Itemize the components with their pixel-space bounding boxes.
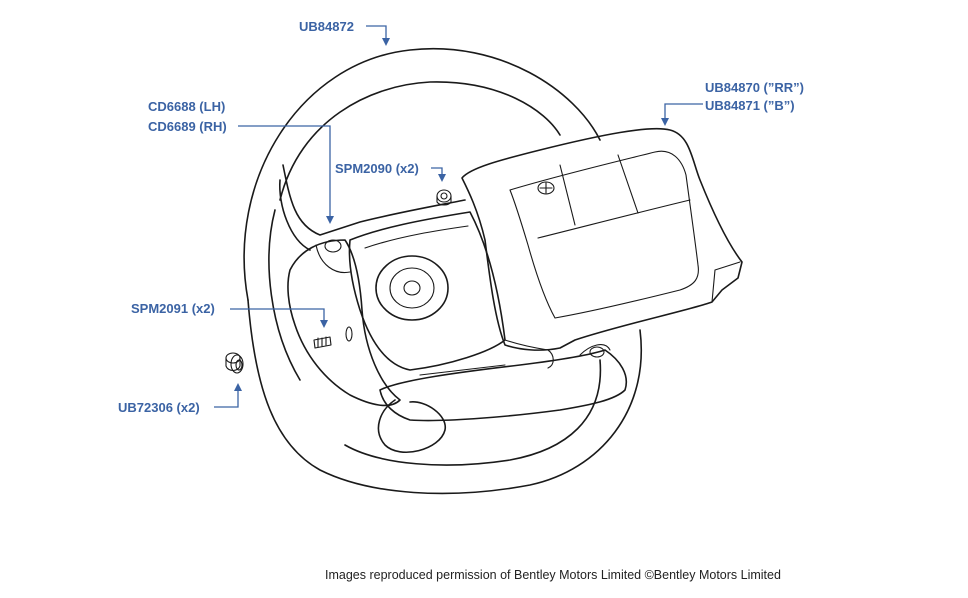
leader-trim (238, 125, 334, 224)
lower-spoke (377, 344, 627, 453)
leader-screw-side (230, 308, 328, 328)
leader-screw-top (431, 167, 446, 182)
label-cover-b: UB84871 (”B”) (705, 98, 795, 113)
upper-spoke (279, 164, 466, 251)
screw-side-part (313, 336, 332, 349)
label-cover-rr: UB84870 (”RR”) (705, 80, 804, 95)
grommet-part (225, 352, 244, 374)
leader-cover (661, 103, 703, 126)
label-trim-lh: CD6688 (LH) (148, 99, 225, 114)
label-screw-top: SPM2090 (x2) (335, 161, 419, 176)
horn-cover-pad (461, 127, 743, 351)
leader-grommet (214, 383, 242, 408)
left-spoke-trim (287, 239, 401, 407)
steering-wheel-rim (243, 48, 642, 495)
copyright-credit: Images reproduced permission of Bentley … (325, 568, 781, 582)
label-trim-rh: CD6689 (RH) (148, 119, 227, 134)
label-screw-side: SPM2091 (x2) (131, 301, 215, 316)
label-grommet: UB72306 (x2) (118, 400, 200, 415)
screw-top-part (436, 189, 452, 206)
central-boss (348, 211, 554, 371)
leader-rim-cover (366, 25, 390, 46)
label-rim-cover: UB84872 (299, 19, 354, 34)
